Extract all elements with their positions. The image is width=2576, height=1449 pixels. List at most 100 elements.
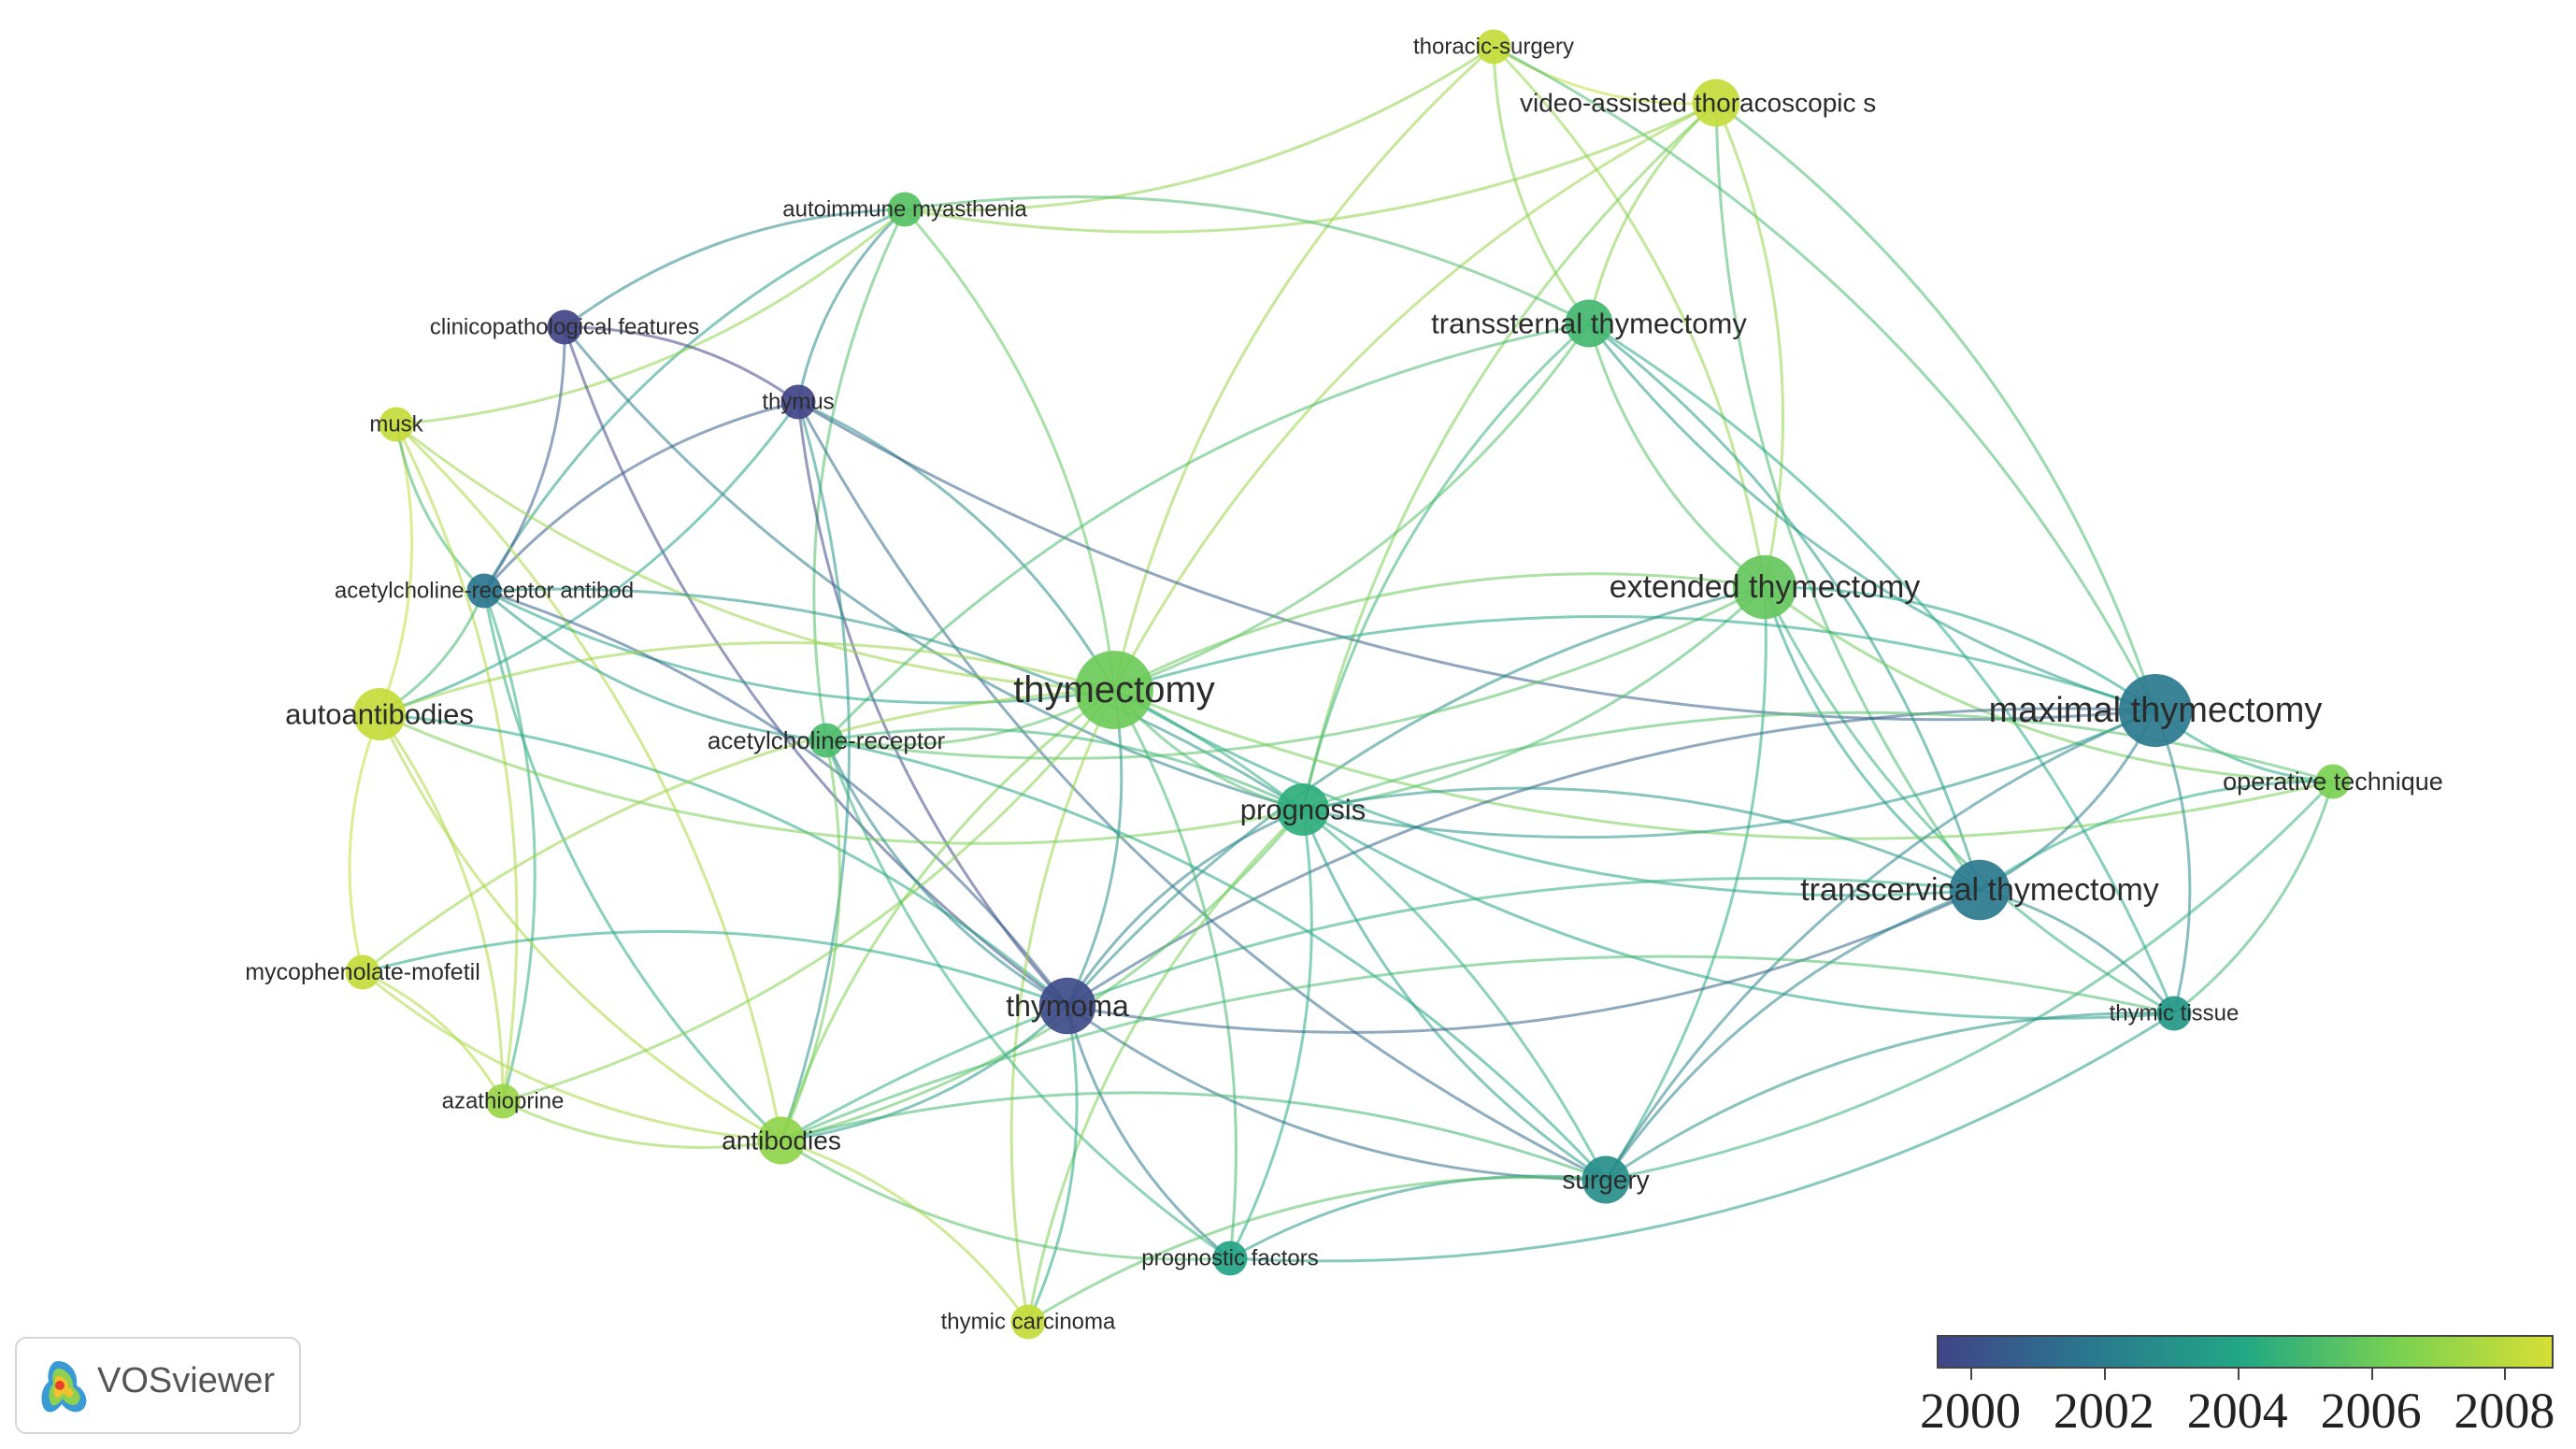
label-prognosis[interactable]: prognosis	[1240, 794, 1366, 826]
node-transsternal[interactable]	[1565, 299, 1613, 348]
link-autoimmune_myasthenia-thymus	[796, 208, 907, 403]
node-prognosis[interactable]	[1277, 783, 1329, 836]
link-thymoma-prognostic_factors	[1066, 1005, 1231, 1260]
link-transsternal-transcervical	[1588, 322, 1982, 891]
label-transcervical[interactable]: transcervical thymectomy	[1800, 872, 2159, 908]
node-autoantibodies[interactable]	[353, 688, 406, 740]
link-mycophenolate-antibodies	[362, 970, 782, 1142]
scale-tick	[2370, 1367, 2373, 1380]
link-operative_technique-thymic_tissue	[2173, 781, 2335, 1015]
node-thymic_carcinoma[interactable]	[1010, 1304, 1046, 1340]
node-maximal[interactable]	[2118, 673, 2193, 748]
label-azathioprine[interactable]: azathioprine	[442, 1089, 565, 1114]
label-thymectomy[interactable]: thymectomy	[1013, 669, 1215, 710]
scale-tick	[2237, 1367, 2240, 1380]
node-clinicopathological[interactable]	[547, 309, 582, 345]
label-musk[interactable]: musk	[369, 412, 423, 438]
link-clinicopathological-autoimmune_myasthenia	[564, 208, 906, 329]
node-antibodies[interactable]	[757, 1116, 806, 1165]
label-thymic_tissue[interactable]: thymic tissue	[2110, 1001, 2240, 1026]
edge-layer	[348, 45, 2335, 1324]
link-autoimmune_myasthenia-ach_antibody	[482, 208, 906, 592]
link-extended-operative_technique	[1764, 585, 2334, 783]
label-autoimmune_myasthenia[interactable]: autoimmune myasthenia	[782, 197, 1027, 222]
link-extended-ach_receptor	[825, 585, 1766, 760]
link-antibodies-surgery	[780, 1091, 1607, 1182]
link-ach_receptor-prognostic_factors	[824, 739, 1231, 1260]
scale-tick-label: 2006	[2320, 1383, 2422, 1439]
scale-tick	[2504, 1367, 2507, 1380]
link-autoimmune_myasthenia-thymectomy	[903, 208, 1116, 691]
node-transcervical[interactable]	[1949, 859, 2011, 921]
label-thymic_carcinoma[interactable]: thymic carcinoma	[941, 1310, 1116, 1335]
scale-tick	[1970, 1367, 1972, 1380]
link-mycophenolate-azathioprine	[362, 970, 505, 1102]
link-maximal-thymic_tissue	[2154, 710, 2192, 1014]
node-vats[interactable]	[1692, 79, 1740, 127]
link-thymus-antibodies	[780, 401, 851, 1141]
label-ach_receptor[interactable]: acetylcholine-receptor	[708, 726, 946, 754]
link-thymus-ach_antibody	[482, 400, 799, 592]
link-clinicopathological-thymus	[564, 325, 799, 404]
node-thymectomy[interactable]	[1075, 651, 1153, 729]
node-layer	[345, 29, 2351, 1340]
link-extended-prognosis	[1302, 585, 1767, 811]
vosviewer-icon	[41, 1361, 87, 1413]
link-maximal-transcervical	[1979, 710, 2157, 892]
label-mycophenolate[interactable]: mycophenolate-mofetil	[245, 959, 480, 985]
node-surgery[interactable]	[1581, 1155, 1630, 1204]
label-maximal[interactable]: maximal thymectomy	[1989, 691, 2323, 730]
node-mycophenolate[interactable]	[345, 954, 380, 990]
label-operative_technique[interactable]: operative technique	[2223, 768, 2443, 796]
link-ach_receptor-thymoma	[824, 739, 1068, 1008]
node-ach_antibody[interactable]	[466, 573, 502, 609]
node-thymoma[interactable]	[1038, 977, 1096, 1035]
node-thoracic_surgery[interactable]	[1476, 29, 1511, 65]
link-thymic_tissue-prognostic_factors	[1229, 1011, 2175, 1263]
link-maximal-prognosis	[1302, 709, 2156, 839]
label-autoantibodies[interactable]: autoantibodies	[285, 698, 474, 731]
link-prognosis-transcervical	[1302, 786, 1981, 892]
node-autoimmune_myasthenia[interactable]	[887, 192, 923, 227]
link-thoracic_surgery-maximal	[1493, 45, 2157, 711]
link-ach_antibody-thymoma	[483, 589, 1069, 1007]
node-ach_receptor[interactable]	[809, 723, 844, 758]
label-ach_antibody[interactable]: acetylcholine-receptor antibod	[335, 579, 634, 604]
node-prognostic_factors[interactable]	[1212, 1241, 1248, 1276]
node-operative_technique[interactable]	[2315, 764, 2351, 799]
scale-tick-label: 2004	[2186, 1383, 2288, 1439]
label-extended[interactable]: extended thymectomy	[1610, 569, 1921, 605]
label-antibodies[interactable]: antibodies	[722, 1126, 841, 1155]
link-ach_antibody-thymectomy	[483, 589, 1115, 705]
link-extended-surgery	[1604, 586, 1767, 1181]
link-autoantibodies-thymectomy	[379, 640, 1115, 716]
node-azathioprine[interactable]	[485, 1083, 521, 1119]
label-thoracic_surgery[interactable]: thoracic-surgery	[1413, 35, 1574, 60]
node-thymic_tissue[interactable]	[2156, 996, 2192, 1031]
label-surgery[interactable]: surgery	[1562, 1166, 1649, 1195]
link-thoracic_surgery-transsternal	[1492, 46, 1591, 324]
link-autoimmune_myasthenia-ach_receptor	[812, 208, 907, 741]
vosviewer-logo: VOSviewer	[15, 1337, 301, 1434]
link-thymectomy-thymoma	[1066, 689, 1123, 1007]
node-extended[interactable]	[1732, 554, 1797, 620]
link-autoantibodies-prognosis	[379, 712, 1304, 845]
label-transsternal[interactable]: transsternal thymectomy	[1431, 308, 1747, 340]
link-thymus-thymectomy	[797, 400, 1116, 691]
link-operative_technique-surgery	[1605, 780, 2335, 1182]
link-thoracic_surgery-autoimmune_myasthenia	[904, 45, 1495, 212]
link-vats-thymectomy	[1112, 101, 1717, 691]
label-thymoma[interactable]: thymoma	[1006, 989, 1129, 1023]
label-prognostic_factors[interactable]: prognostic factors	[1141, 1246, 1318, 1271]
scale-tick-label: 2000	[1920, 1383, 2021, 1439]
label-thymus[interactable]: thymus	[762, 390, 834, 415]
link-thymoma-thymic_carcinoma	[1026, 1005, 1079, 1323]
node-thymus[interactable]	[780, 384, 816, 420]
label-vats[interactable]: video-assisted thoracoscopic s	[1520, 89, 1876, 118]
label-clinicopathological[interactable]: clinicopathological features	[430, 315, 699, 340]
link-thoracic_surgery-thymectomy	[1112, 45, 1495, 691]
node-musk[interactable]	[379, 407, 414, 442]
link-surgery-thymic_carcinoma	[1027, 1175, 1607, 1324]
link-vats-maximal	[1715, 101, 2157, 711]
